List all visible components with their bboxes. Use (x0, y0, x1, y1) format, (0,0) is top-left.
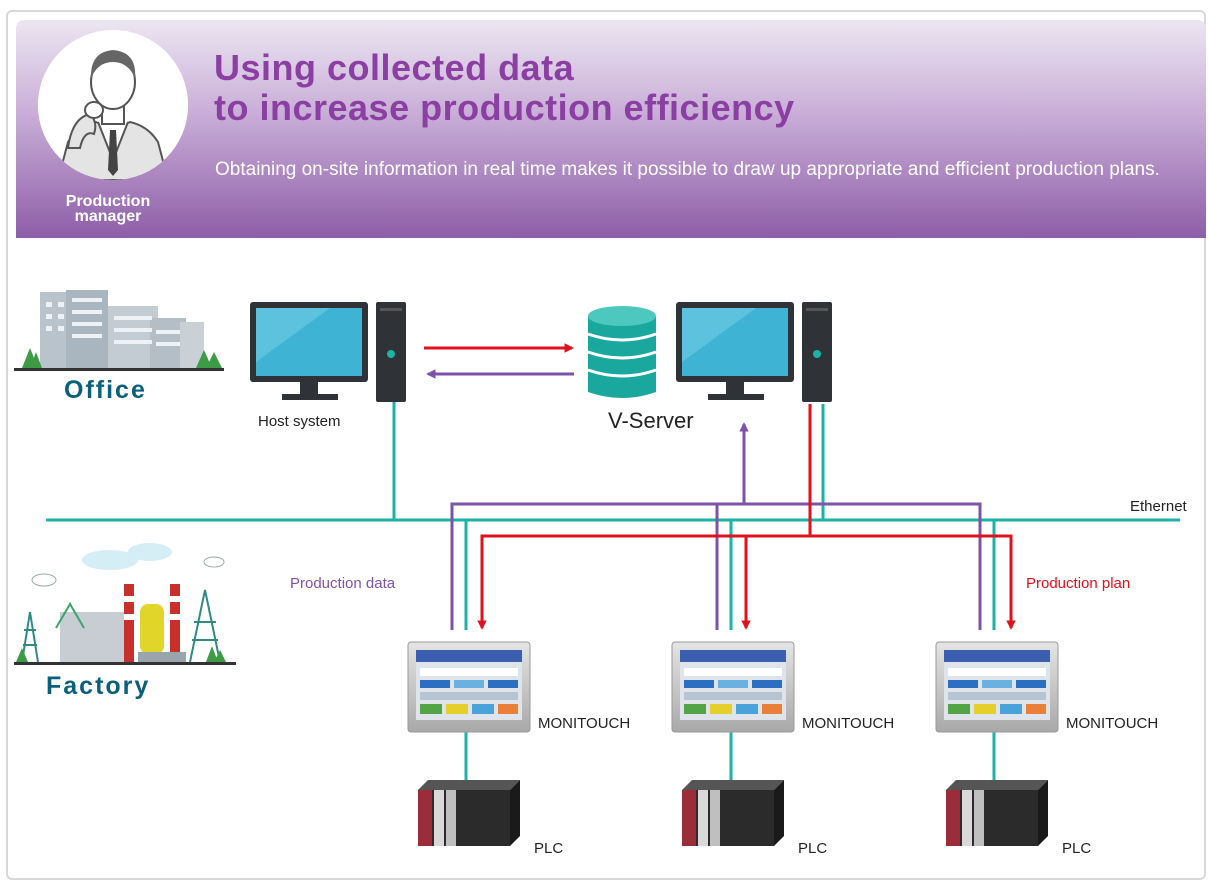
monitouch-2-icon (671, 641, 795, 733)
plc-3-label: PLC (1062, 840, 1092, 857)
office-label: Office (64, 376, 147, 404)
monitouch-2-label: MONITOUCH (802, 715, 895, 732)
monitouch-1-label: MONITOUCH (538, 715, 631, 732)
host-system-label: Host system (258, 413, 341, 430)
plc-1-label: PLC (534, 840, 564, 857)
factory-icon (14, 543, 236, 665)
factory-label: Factory (46, 672, 151, 700)
vserver-computer-icon (676, 302, 832, 402)
plc-1-icon (418, 780, 520, 846)
production-data-flow (426, 369, 982, 630)
role-label: Production manager (65, 193, 151, 225)
page-subtitle: Obtaining on-site information in real ti… (215, 159, 1160, 180)
monitouch-3-icon (935, 641, 1059, 733)
production-plan-flow (424, 343, 1016, 630)
production-plan-label: Production plan (1026, 575, 1131, 592)
plc-2-label: PLC (798, 840, 828, 857)
office-building-icon (14, 290, 224, 371)
header-banner: Production manager Using collected data … (16, 20, 1206, 238)
host-system-computer-icon (250, 302, 406, 402)
database-icon (587, 306, 657, 398)
ethernet-label: Ethernet (1130, 498, 1187, 515)
plc-2-icon (682, 780, 784, 846)
page-title: Using collected data to increase product… (214, 47, 795, 128)
monitouch-1-icon (407, 641, 531, 733)
plc-3-icon (946, 780, 1048, 846)
production-manager-avatar (38, 30, 188, 180)
v-server-label: V-Server (608, 408, 694, 433)
production-data-label: Production data (290, 575, 396, 592)
ethernet-lines (46, 400, 1180, 782)
monitouch-3-label: MONITOUCH (1066, 715, 1159, 732)
